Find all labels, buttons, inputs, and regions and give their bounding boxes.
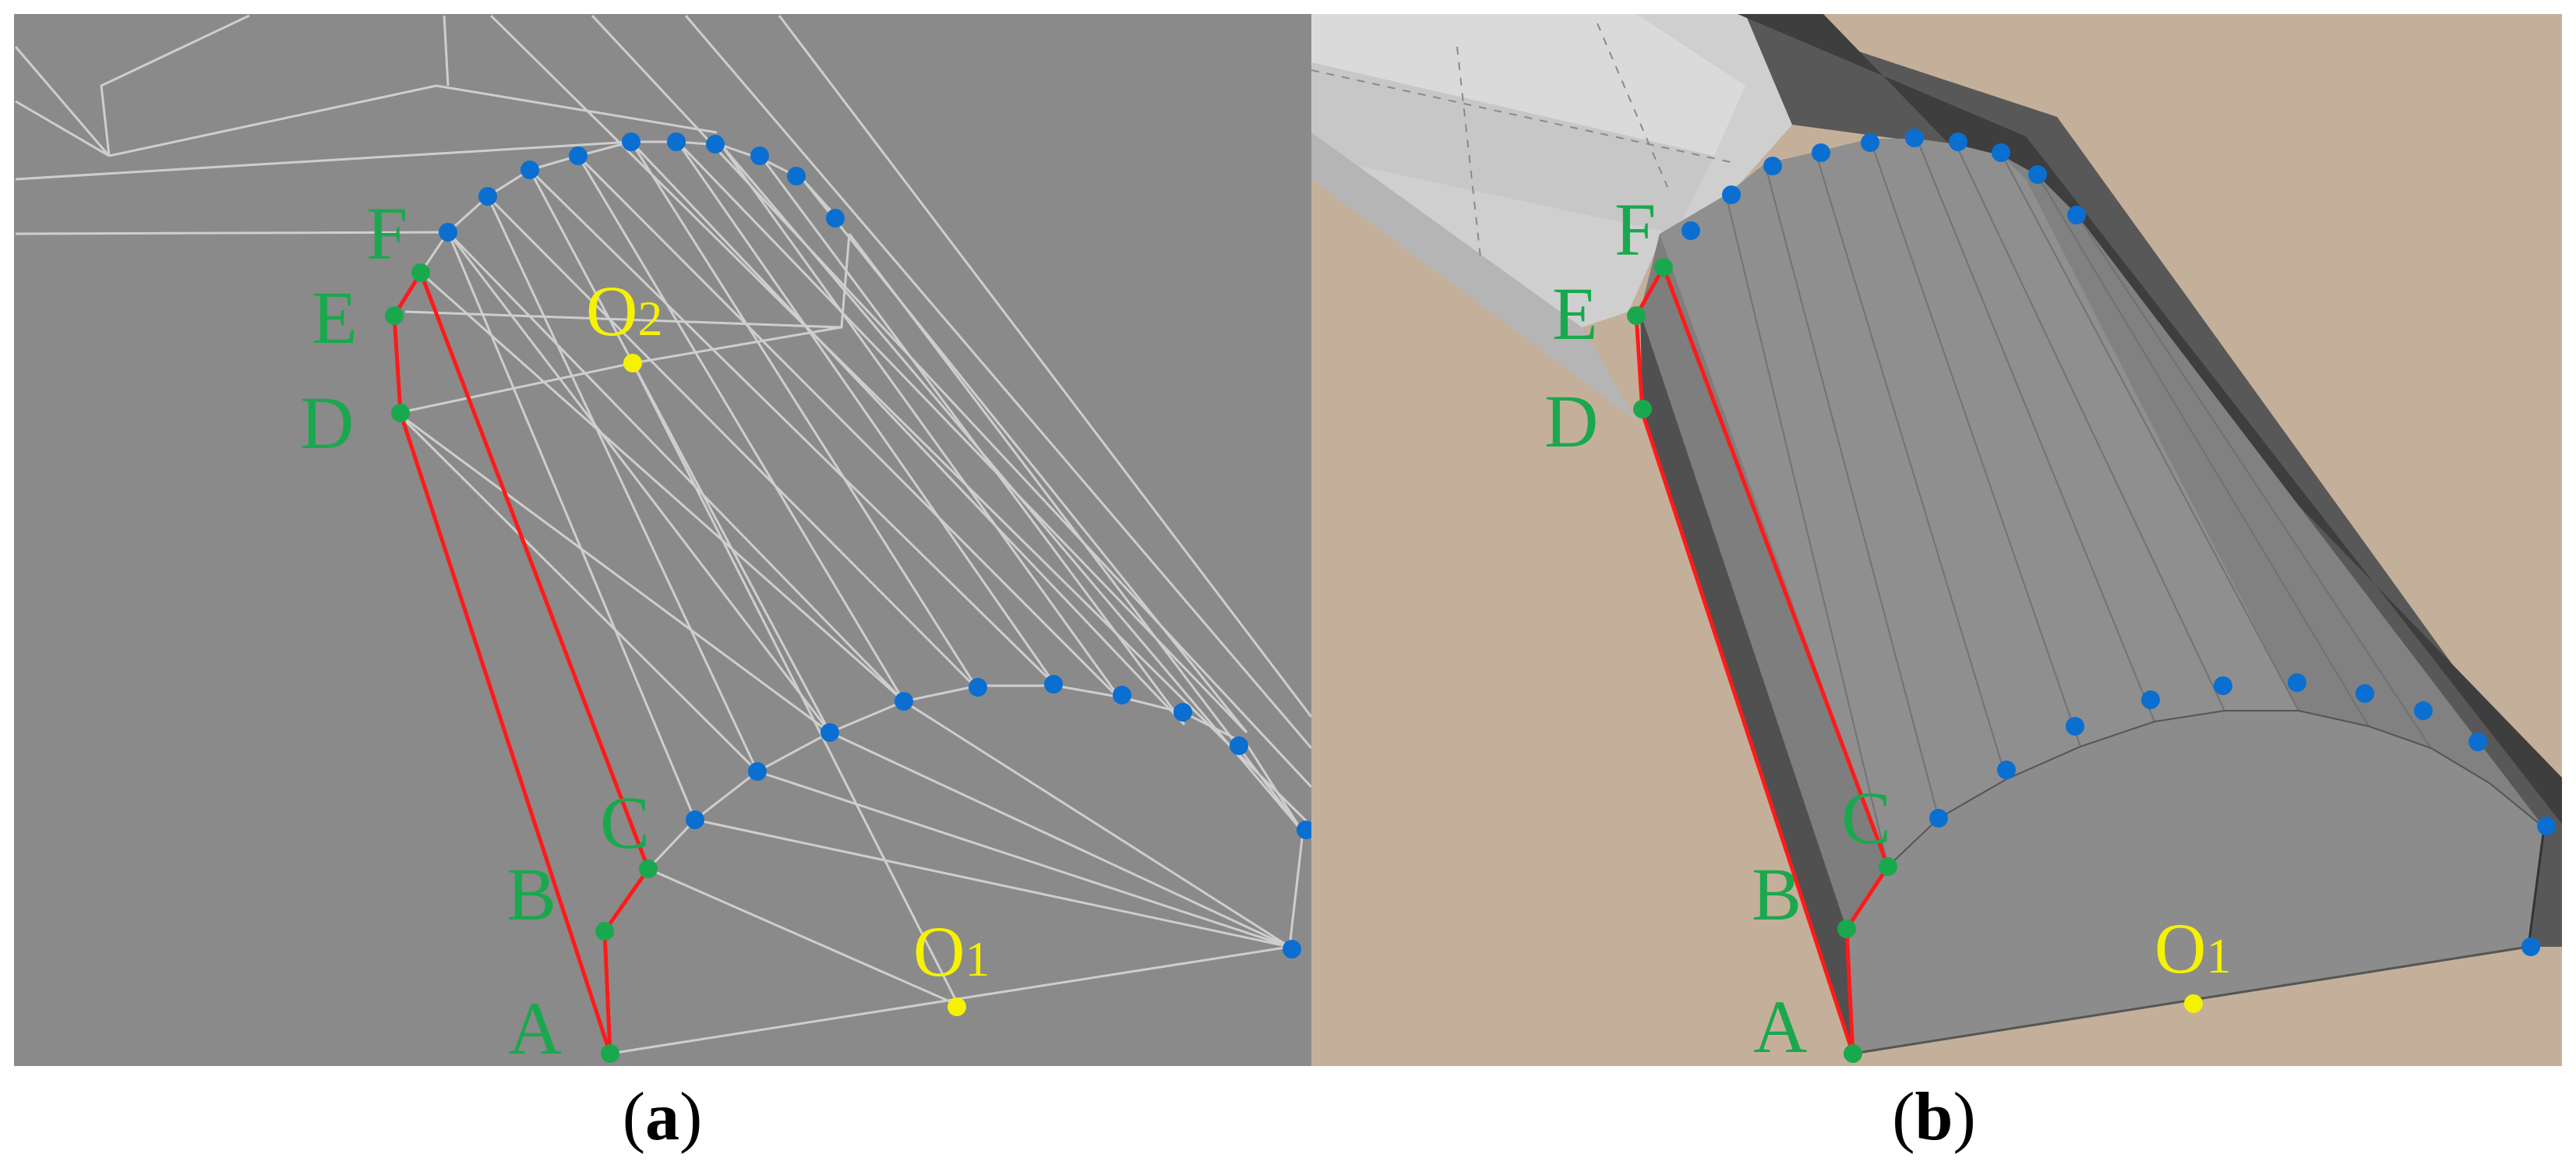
blue-dot <box>686 810 704 829</box>
blue-dot <box>2066 717 2084 736</box>
caption-b-letter: b <box>1915 1079 1953 1155</box>
panel-b-solid <box>1311 14 2562 1055</box>
blue-dot <box>1283 940 1301 958</box>
point-label-b: B <box>506 853 556 936</box>
blue-dot <box>1297 821 1315 839</box>
caption-b: (b) <box>1892 1079 1976 1155</box>
green-dot <box>1844 1044 1862 1063</box>
center-label-o1: O1 <box>913 912 990 991</box>
blue-dot <box>1763 157 1782 175</box>
blue-dot <box>706 135 725 154</box>
panel-b-near-arc-points <box>1929 673 2556 956</box>
center-label-o1-sub: 1 <box>2206 928 2231 983</box>
caption-a-close: ) <box>679 1079 702 1155</box>
center-label-o1: O1 <box>2154 909 2231 988</box>
blue-dot <box>622 132 640 151</box>
center-label-o2: O2 <box>586 271 662 351</box>
blue-dot <box>1992 143 2010 162</box>
panel-a-key-points <box>385 263 658 1063</box>
blue-dot <box>2214 676 2232 695</box>
caption-b-close: ) <box>1953 1079 1975 1155</box>
center-label-o2-sub: 2 <box>637 291 662 346</box>
green-dot <box>1879 857 1897 876</box>
point-label-a: A <box>508 987 562 1070</box>
blue-dot <box>478 187 497 206</box>
panel-a-far-arc-points <box>439 132 845 242</box>
blue-dot <box>750 147 769 165</box>
point-label-d: D <box>1544 380 1598 463</box>
center-label-o2-main: O <box>586 271 637 351</box>
blue-dot <box>520 161 539 179</box>
blue-dot <box>820 723 839 742</box>
panel-a-near-arc-points <box>686 675 1315 958</box>
caption-b-open: ( <box>1892 1079 1914 1155</box>
blue-dot <box>826 209 845 228</box>
point-label-b: B <box>1752 853 1801 936</box>
blue-dot <box>1997 761 2016 779</box>
blue-dot <box>2355 684 2374 703</box>
blue-dot <box>667 132 686 151</box>
blue-dot <box>2521 937 2540 956</box>
caption-a: (a) <box>623 1079 703 1155</box>
point-label-e: E <box>1552 272 1598 355</box>
panel-a-background <box>14 14 1311 1066</box>
center-label-o1-main: O <box>2154 909 2206 988</box>
green-dot <box>1627 306 1646 325</box>
blue-dot <box>895 692 913 711</box>
blue-dot <box>1905 129 1924 147</box>
point-label-f: F <box>366 192 408 275</box>
blue-dot <box>2028 165 2047 184</box>
blue-dot <box>2067 206 2086 224</box>
point-label-d: D <box>300 381 354 464</box>
center-label-o1-sub: 1 <box>965 931 990 987</box>
green-dot <box>1837 920 1856 938</box>
blue-dot <box>1044 675 1063 694</box>
blue-dot <box>748 762 767 781</box>
blue-dot <box>1861 133 1879 152</box>
green-dot <box>595 922 614 941</box>
blue-dot <box>569 147 588 165</box>
yellow-dot <box>947 997 966 1016</box>
green-dot <box>1633 400 1652 418</box>
blue-dot <box>2288 673 2306 692</box>
blue-dot <box>1173 703 1192 722</box>
blue-dot <box>1113 686 1131 704</box>
yellow-dot <box>2184 994 2203 1013</box>
panel-a-wireframe <box>14 14 1311 1055</box>
panel-b: A B C D E F O1 <box>1311 14 2562 1068</box>
yellow-dot <box>623 354 642 372</box>
panel-b-key-points <box>1627 258 1897 1063</box>
blue-dot <box>969 678 987 697</box>
blue-dot <box>1722 185 1741 204</box>
blue-dot <box>1929 809 1948 828</box>
blue-dot <box>1230 736 1248 755</box>
blue-dot <box>2537 817 2556 835</box>
blue-dot <box>787 167 806 185</box>
green-dot <box>391 404 410 422</box>
green-dot <box>385 306 404 325</box>
center-label-o1-main: O <box>913 912 965 991</box>
point-label-e: E <box>312 276 358 359</box>
green-dot <box>411 263 430 282</box>
blue-dot <box>2414 701 2433 720</box>
green-dot <box>639 860 658 878</box>
panel-b-far-arc-points <box>1681 129 2086 240</box>
blue-dot <box>1681 221 1700 240</box>
green-dot <box>601 1044 619 1063</box>
point-label-c: C <box>600 781 650 864</box>
point-label-a: A <box>1753 985 1807 1068</box>
caption-a-open: ( <box>623 1079 645 1155</box>
green-dot <box>1654 258 1673 277</box>
blue-dot <box>2468 733 2487 751</box>
blue-dot <box>1949 132 1967 151</box>
blue-dot <box>439 223 457 242</box>
point-label-c: C <box>1841 776 1891 860</box>
point-label-f: F <box>1614 188 1656 271</box>
caption-a-letter: a <box>645 1079 679 1155</box>
panel-a: A B C D E F O1 O2 <box>14 14 1315 1070</box>
blue-dot <box>2141 690 2160 709</box>
blue-dot <box>1812 143 1830 162</box>
